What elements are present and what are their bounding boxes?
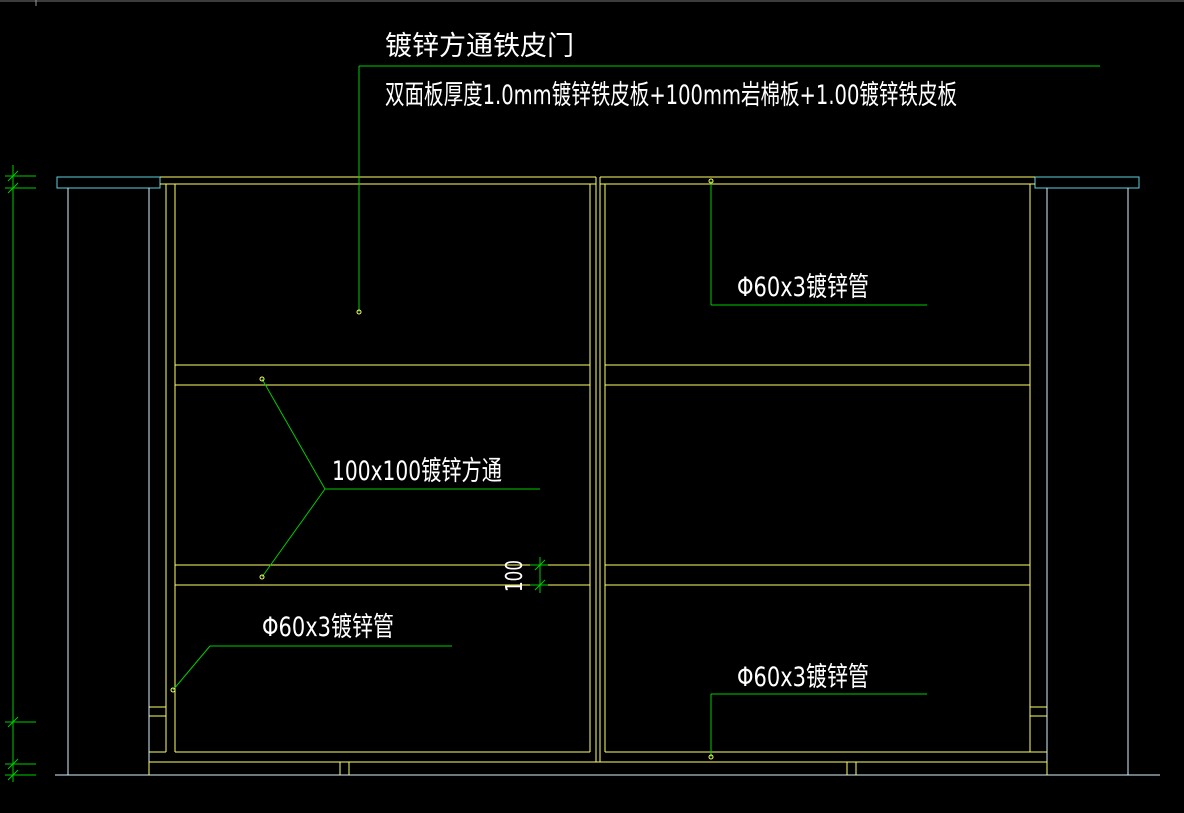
door-frame: [148, 176, 1048, 775]
right-column: [1034, 176, 1140, 775]
square-tube-label: 100x100镀锌方通: [332, 456, 502, 487]
leader-dots: [170, 178, 714, 760]
leader-lines: [172, 65, 1100, 757]
door-title-label: 镀锌方通铁皮门: [385, 31, 574, 62]
dimension-100-label: 100: [502, 560, 528, 592]
pipe-label-left: Φ60x3镀锌管: [262, 612, 394, 643]
pipe-label-bottom-right: Φ60x3镀锌管: [737, 662, 869, 693]
left-column: [56, 176, 161, 775]
left-dimension: [5, 165, 36, 782]
pipe-label-top-right: Φ60x3镀锌管: [737, 272, 869, 303]
panel-spec-label: 双面板厚度1.0mm镀锌铁皮板+100mm岩棉板+1.00镀锌铁皮板: [385, 80, 957, 111]
